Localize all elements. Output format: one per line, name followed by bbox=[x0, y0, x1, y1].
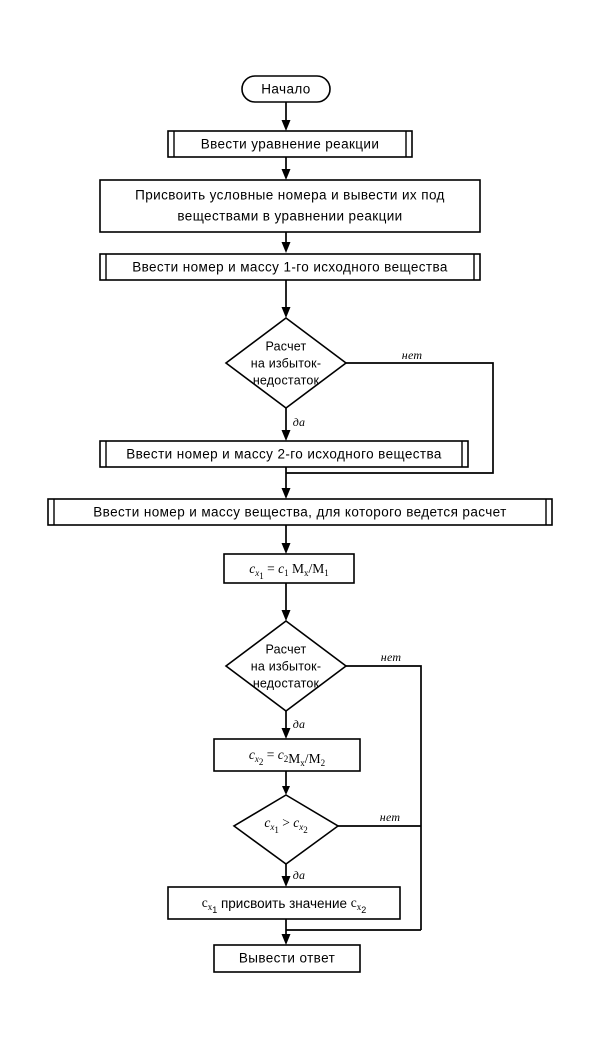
decision3-right-sub-index: 2 bbox=[303, 825, 308, 835]
assign-cx1-right-base: c bbox=[351, 895, 357, 910]
decision3-yes-label: да bbox=[293, 868, 305, 882]
decision3-right-base: c bbox=[293, 815, 299, 830]
formula-cx2-rhs-c-base: c bbox=[278, 747, 284, 762]
node-formula-cx1[interactable]: cx1 = c1 Mx/M1 bbox=[223, 553, 355, 584]
formula-cx1-rhs-m-sub: x bbox=[304, 568, 309, 578]
node-decision-excess-1[interactable]: Расчет на избыток- недостаток нет да bbox=[224, 317, 423, 429]
arrowhead-input-second bbox=[281, 430, 291, 441]
decision1-label-line3: недостаток bbox=[253, 373, 320, 387]
assign-cx1-left-sub-index: 1 bbox=[212, 905, 217, 915]
formula-cx1-rhs-c-sub: 1 bbox=[284, 568, 289, 578]
arrowhead-decision2 bbox=[281, 610, 291, 621]
connector-decision1-no-bypass bbox=[286, 362, 494, 474]
node-output-answer[interactable]: Вывести ответ bbox=[213, 944, 361, 973]
assign-cx1-left-base: c bbox=[202, 895, 208, 910]
formula-cx1-lhs-base: c bbox=[249, 561, 255, 576]
decision3-right-sub: x bbox=[298, 822, 303, 832]
decision3-left-sub-index: 1 bbox=[274, 825, 279, 835]
assign-cx1-expression: cx1 присвоить значение cx2 bbox=[202, 895, 367, 915]
decision3-operator: > bbox=[282, 815, 290, 830]
decision2-yes-label: да bbox=[293, 717, 305, 731]
decision3-shape bbox=[232, 794, 340, 865]
arrowhead-formula2 bbox=[281, 728, 291, 739]
formula-cx1-expression: cx1 = c1 Mx/M1 bbox=[249, 561, 329, 581]
decision1-yes-label: да bbox=[293, 415, 305, 429]
arrowhead-assign-cx1 bbox=[281, 876, 291, 887]
decision2-label-line1: Расчет bbox=[266, 642, 307, 656]
node-assign-numbers[interactable]: Присвоить условные номера и вывести их п… bbox=[99, 179, 481, 233]
formula-cx2-rhs-c-sub: 2 bbox=[284, 754, 289, 764]
formula-cx2-rhs-m-sub: x bbox=[300, 758, 305, 768]
formula-cx2-rhs-m-base: M bbox=[288, 751, 300, 766]
arrowhead-decision1 bbox=[281, 307, 291, 318]
formula-cx1-rhs-c-base: c bbox=[278, 561, 284, 576]
arrowhead-input-target bbox=[281, 488, 291, 499]
formula-cx1-lhs-sub-index: 1 bbox=[259, 571, 264, 581]
formula-cx2-shape bbox=[213, 738, 361, 772]
assign-numbers-shape bbox=[99, 179, 481, 233]
formula-cx2-lhs-base: c bbox=[249, 747, 255, 762]
connector-layer bbox=[281, 102, 494, 945]
decision1-shape bbox=[224, 317, 348, 409]
input-equation-label: Ввести уравнение реакции bbox=[201, 137, 380, 152]
formula-cx2-denom-base: M bbox=[309, 751, 321, 766]
connector-decision2-no-bypass bbox=[346, 665, 422, 930]
input-first-shape bbox=[99, 253, 481, 281]
decision2-label-line2: на избыток- bbox=[251, 659, 321, 673]
input-target-label: Ввести номер и массу вещества, для котор… bbox=[93, 505, 506, 520]
assign-cx1-right-sub: x bbox=[357, 902, 362, 912]
input-target-shape bbox=[47, 498, 553, 526]
arrowhead-output-answer bbox=[281, 934, 291, 945]
assign-cx1-left-sub: x bbox=[208, 902, 213, 912]
input-first-label: Ввести номер и массу 1-го исходного веще… bbox=[132, 260, 448, 275]
output-answer-shape bbox=[213, 944, 361, 973]
node-input-first-substance[interactable]: Ввести номер и массу 1-го исходного веще… bbox=[99, 253, 481, 281]
node-input-second-substance[interactable]: Ввести номер и массу 2-го исходного веще… bbox=[99, 440, 469, 468]
node-decision-excess-2[interactable]: Расчет на избыток- недостаток нет да bbox=[224, 620, 402, 731]
decision2-shape bbox=[224, 620, 348, 712]
node-formula-cx2[interactable]: cx2 = c2Mx/M2 bbox=[213, 738, 361, 772]
arrowhead-input-first bbox=[281, 242, 291, 253]
assign-cx1-middle-text: присвоить значение bbox=[221, 896, 347, 911]
assign-numbers-label-line2: веществами в уравнении реакции bbox=[177, 209, 402, 224]
node-input-equation[interactable]: Ввести уравнение реакции bbox=[167, 130, 413, 158]
decision1-no-label: нет bbox=[402, 348, 423, 362]
assign-cx1-right-sub-index: 2 bbox=[361, 905, 366, 915]
start-terminator-shape bbox=[241, 75, 331, 103]
decision2-label-line3: недостаток bbox=[253, 676, 320, 690]
input-second-label: Ввести номер и массу 2-го исходного веще… bbox=[126, 447, 442, 462]
input-second-shape bbox=[99, 440, 469, 468]
formula-cx1-lhs-sub: x bbox=[254, 568, 259, 578]
start-label: Начало bbox=[261, 82, 310, 97]
arrowhead-assign-numbers bbox=[281, 169, 291, 180]
node-decision-compare[interactable]: cx1 > cx2 нет да bbox=[232, 794, 401, 882]
formula-cx2-expression: cx2 = c2Mx/M2 bbox=[249, 747, 325, 768]
node-start[interactable]: Начало bbox=[241, 75, 331, 103]
formula-cx2-lhs-sub: x bbox=[254, 754, 259, 764]
formula-cx1-rhs-m-base: M bbox=[292, 561, 304, 576]
arrowhead-formula1 bbox=[281, 543, 291, 554]
assign-cx1-shape bbox=[167, 886, 401, 920]
arrowhead-decision3 bbox=[282, 786, 290, 795]
formula-cx1-denom-sub: 1 bbox=[324, 568, 329, 578]
decision3-left-sub: x bbox=[269, 822, 274, 832]
node-assign-cx1[interactable]: cx1 присвоить значение cx2 bbox=[167, 886, 401, 920]
formula-cx1-denom-base: M bbox=[312, 561, 324, 576]
arrowhead-input-equation bbox=[281, 120, 291, 131]
node-input-target-substance[interactable]: Ввести номер и массу вещества, для котор… bbox=[47, 498, 553, 526]
input-equation-shape bbox=[167, 130, 413, 158]
decision1-label-line1: Расчет bbox=[266, 339, 307, 353]
formula-cx2-denom-sub: 2 bbox=[321, 758, 326, 768]
decision2-no-label: нет bbox=[381, 650, 402, 664]
decision3-expression: cx1 > cx2 bbox=[264, 815, 307, 835]
formula-cx1-shape bbox=[223, 553, 355, 584]
decision3-no-label: нет bbox=[380, 810, 401, 824]
decision3-left-base: c bbox=[264, 815, 270, 830]
decision1-label-line2: на избыток- bbox=[251, 356, 321, 370]
assign-numbers-label-line1: Присвоить условные номера и вывести их п… bbox=[135, 188, 445, 203]
output-answer-label: Вывести ответ bbox=[239, 951, 335, 966]
formula-cx2-lhs-sub-index: 2 bbox=[259, 757, 264, 767]
